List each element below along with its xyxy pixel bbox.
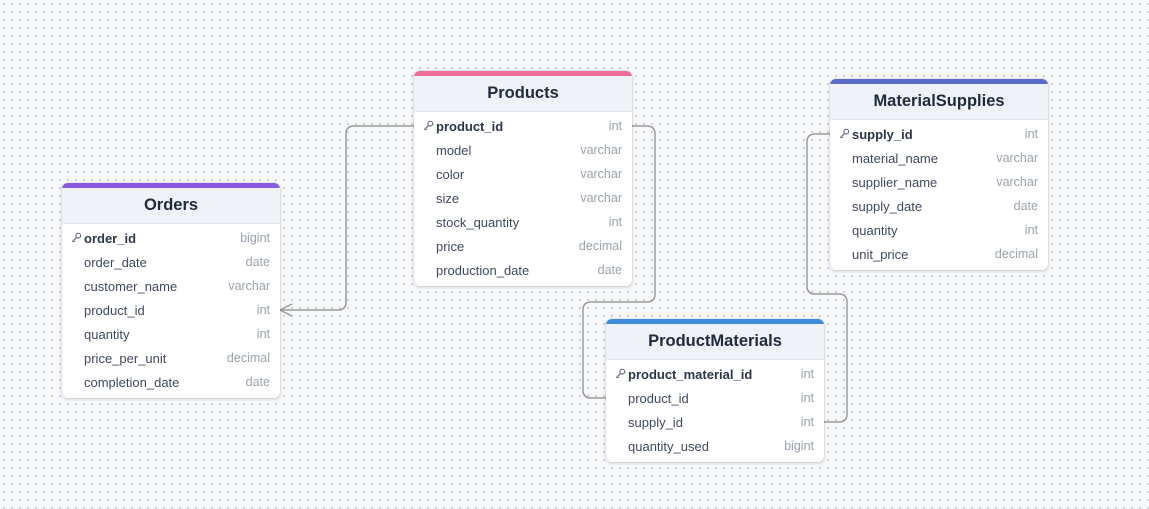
column-type: bigint bbox=[784, 439, 814, 453]
column-name: product_material_id bbox=[628, 366, 753, 382]
column-name: order_id bbox=[84, 230, 137, 246]
column-name: product_id bbox=[84, 302, 145, 318]
column-type: int bbox=[256, 327, 270, 341]
key-icon bbox=[423, 120, 434, 131]
table-accent bbox=[414, 71, 632, 76]
column-type: date bbox=[245, 375, 270, 389]
column-name: completion_date bbox=[84, 374, 180, 390]
column-type: bigint bbox=[240, 231, 270, 245]
column-name: supply_date bbox=[852, 198, 923, 214]
column-type: varchar bbox=[996, 151, 1038, 165]
column-type: int bbox=[800, 391, 814, 405]
column-name: order_date bbox=[84, 254, 147, 270]
table-title[interactable]: Orders bbox=[62, 188, 280, 224]
column-type: int bbox=[800, 415, 814, 429]
table-productmaterials[interactable]: ProductMaterials product_material_id int… bbox=[606, 319, 824, 462]
column-name: size bbox=[436, 190, 460, 206]
table-accent bbox=[830, 79, 1048, 84]
column-row[interactable]: product_material_id int bbox=[606, 362, 824, 386]
table-accent bbox=[62, 183, 280, 188]
column-name: price_per_unit bbox=[84, 350, 167, 366]
column-row[interactable]: stock_quantity int bbox=[414, 210, 632, 234]
column-name: supply_id bbox=[852, 126, 913, 142]
column-row[interactable]: quantity_used bigint bbox=[606, 434, 824, 458]
column-name: quantity bbox=[84, 326, 130, 342]
column-type: decimal bbox=[994, 247, 1038, 261]
column-type: varchar bbox=[580, 191, 622, 205]
column-type: int bbox=[1024, 223, 1038, 237]
column-type: varchar bbox=[996, 175, 1038, 189]
crows-foot-orders-product-id bbox=[278, 303, 293, 317]
column-name: stock_quantity bbox=[436, 214, 520, 230]
column-row[interactable]: size varchar bbox=[414, 186, 632, 210]
column-row[interactable]: model varchar bbox=[414, 138, 632, 162]
column-name: supplier_name bbox=[852, 174, 938, 190]
column-row[interactable]: order_id bigint bbox=[62, 226, 280, 250]
column-row[interactable]: price decimal bbox=[414, 234, 632, 258]
column-type: decimal bbox=[578, 239, 622, 253]
column-name: quantity bbox=[852, 222, 898, 238]
column-row[interactable]: supply_date date bbox=[830, 194, 1048, 218]
column-type: int bbox=[608, 119, 622, 133]
column-name: color bbox=[436, 166, 465, 182]
column-row[interactable]: order_date date bbox=[62, 250, 280, 274]
column-row[interactable]: supply_id int bbox=[830, 122, 1048, 146]
column-type: date bbox=[597, 263, 622, 277]
column-type: date bbox=[245, 255, 270, 269]
column-row[interactable]: unit_price decimal bbox=[830, 242, 1048, 266]
column-row[interactable]: customer_name varchar bbox=[62, 274, 280, 298]
key-icon bbox=[615, 368, 626, 379]
column-name: supply_id bbox=[628, 414, 683, 430]
column-type: int bbox=[608, 215, 622, 229]
column-row[interactable]: price_per_unit decimal bbox=[62, 346, 280, 370]
column-type: int bbox=[256, 303, 270, 317]
key-icon bbox=[839, 128, 850, 139]
column-row[interactable]: quantity int bbox=[830, 218, 1048, 242]
column-row[interactable]: product_id int bbox=[62, 298, 280, 322]
column-type: int bbox=[800, 367, 814, 381]
column-name: material_name bbox=[852, 150, 938, 166]
column-name: unit_price bbox=[852, 246, 909, 262]
column-type: varchar bbox=[228, 279, 270, 293]
table-orders[interactable]: Orders order_id bigint order_date date c… bbox=[62, 183, 280, 398]
column-name: product_id bbox=[628, 390, 689, 406]
column-name: customer_name bbox=[84, 278, 178, 294]
column-type: date bbox=[1013, 199, 1038, 213]
column-row[interactable]: product_id int bbox=[606, 386, 824, 410]
column-type: varchar bbox=[580, 143, 622, 157]
column-type: varchar bbox=[580, 167, 622, 181]
table-title[interactable]: MaterialSupplies bbox=[830, 84, 1048, 120]
key-icon bbox=[71, 232, 82, 243]
relation-orders-products[interactable] bbox=[280, 125, 415, 311]
column-row[interactable]: supply_id int bbox=[606, 410, 824, 434]
column-name: quantity_used bbox=[628, 438, 709, 454]
table-title[interactable]: ProductMaterials bbox=[606, 324, 824, 360]
column-name: product_id bbox=[436, 118, 504, 134]
table-title[interactable]: Products bbox=[414, 76, 632, 112]
column-row[interactable]: supplier_name varchar bbox=[830, 170, 1048, 194]
column-row[interactable]: color varchar bbox=[414, 162, 632, 186]
column-name: price bbox=[436, 238, 465, 254]
column-row[interactable]: product_id int bbox=[414, 114, 632, 138]
column-row[interactable]: completion_date date bbox=[62, 370, 280, 394]
column-type: decimal bbox=[226, 351, 270, 365]
table-materialsupplies[interactable]: MaterialSupplies supply_id int material_… bbox=[830, 79, 1048, 270]
column-name: model bbox=[436, 142, 472, 158]
column-name: production_date bbox=[436, 262, 530, 278]
column-row[interactable]: production_date date bbox=[414, 258, 632, 282]
table-products[interactable]: Products product_id int model varchar co… bbox=[414, 71, 632, 286]
table-accent bbox=[606, 319, 824, 324]
column-row[interactable]: material_name varchar bbox=[830, 146, 1048, 170]
column-type: int bbox=[1024, 127, 1038, 141]
column-row[interactable]: quantity int bbox=[62, 322, 280, 346]
